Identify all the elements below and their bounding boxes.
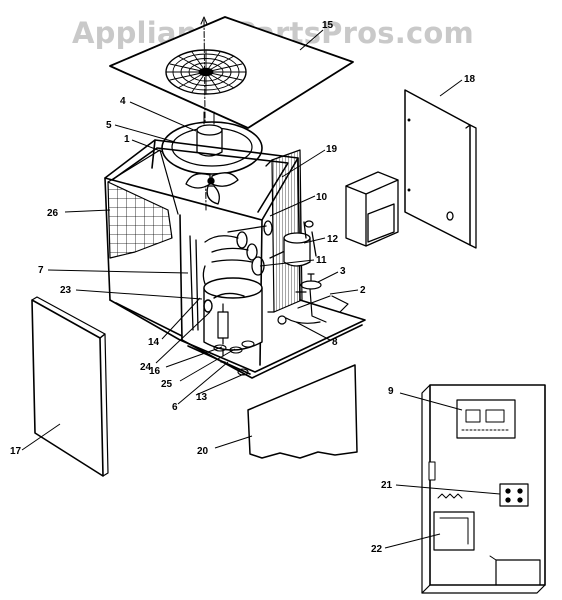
service-valves [277, 273, 349, 325]
callout-3: 3 [340, 266, 346, 277]
callout-25: 25 [161, 379, 173, 390]
callout-17: 17 [10, 446, 22, 457]
callout-labels: 15 18 4 5 1 19 26 10 12 11 3 7 2 23 14 8… [10, 20, 476, 555]
callout-6: 6 [172, 402, 178, 413]
leader-lines [21, 29, 501, 549]
fan-guard-grille [165, 49, 247, 95]
side-panel-left [31, 296, 109, 477]
compressor [203, 277, 263, 351]
callout-18: 18 [464, 74, 476, 85]
callout-1: 1 [124, 134, 130, 145]
condenser-coil-left [107, 149, 179, 259]
callout-9: 9 [388, 386, 394, 397]
callout-10: 10 [316, 192, 328, 203]
filter-drier [217, 303, 229, 363]
fan-blade [185, 172, 239, 205]
callout-26: 26 [47, 208, 59, 219]
callout-24: 24 [140, 362, 152, 373]
front-panel [247, 364, 358, 459]
callout-20: 20 [197, 446, 209, 457]
callout-19: 19 [326, 144, 338, 155]
callout-4: 4 [120, 96, 126, 107]
control-box-cover [345, 171, 399, 247]
callout-7: 7 [38, 265, 44, 276]
callout-15: 15 [322, 20, 334, 31]
callout-22: 22 [371, 544, 383, 555]
callout-11: 11 [316, 255, 327, 266]
control-panel-inset [421, 384, 546, 594]
callout-8: 8 [332, 337, 338, 348]
mounting-grommets [213, 340, 255, 376]
condenser-coil-rear [265, 149, 303, 313]
callout-14: 14 [148, 337, 160, 348]
callout-21: 21 [381, 480, 393, 491]
callout-16: 16 [149, 366, 161, 377]
refrigerant-tubing [189, 220, 317, 331]
callout-23: 23 [60, 285, 72, 296]
callout-2: 2 [360, 285, 366, 296]
callout-13: 13 [196, 392, 208, 403]
callout-5: 5 [106, 120, 112, 131]
callout-12: 12 [327, 234, 339, 245]
access-panel-right [404, 89, 477, 249]
fan-motor [196, 111, 223, 157]
